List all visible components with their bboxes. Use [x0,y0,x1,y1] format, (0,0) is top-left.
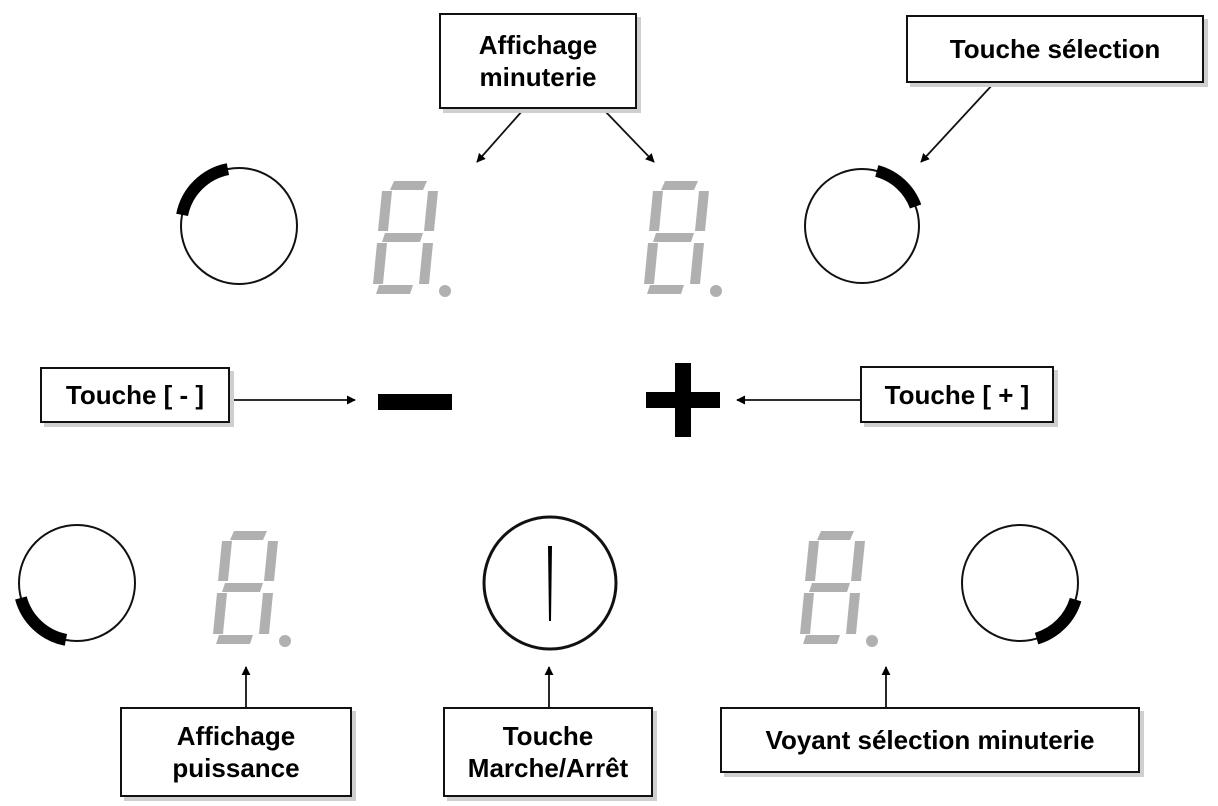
timer-display-label-line2: minuterie [479,62,597,92]
minus-key-label: Touche [ - ] [65,380,205,410]
zone-selector-ring-icon[interactable] [15,524,136,646]
select-key-callout: Touche sélection [906,15,1204,83]
zone-selector-ring-icon[interactable] [176,163,298,285]
timer-select-indicator-label: Voyant sélection minuterie [765,725,1095,755]
plus-key-label: Touche [ + ] [884,379,1030,410]
timer-display-label-line1: Affichage [478,30,598,60]
plus-icon[interactable] [646,363,720,437]
plus-key-callout: Touche [ + ] [860,366,1054,423]
onoff-key-callout: Touche Marche/Arrêt [443,707,653,797]
seven-segment-digit-icon [644,181,722,297]
zone-selector-ring-icon[interactable] [804,165,922,284]
power-display-label-line1: Affichage [176,721,296,751]
power-display-callout: Affichage puissance [120,707,352,797]
timer-select-indicator-callout: Voyant sélection minuterie [720,707,1140,773]
seven-segment-digit-icon [800,531,878,647]
power-icon[interactable] [482,515,618,651]
minus-key-callout: Touche [ - ] [40,367,230,423]
onoff-key-label-line2: Marche/Arrêt [467,753,629,783]
timer-display-callout: Affichage minuterie [439,13,637,109]
seven-segment-digit-icon [213,531,291,647]
minus-icon[interactable] [378,394,452,410]
arrow-to-select-ring [920,82,995,163]
power-display-label-line2: puissance [172,753,300,783]
zone-selector-ring-icon[interactable] [961,524,1082,645]
select-key-label: Touche sélection [949,34,1161,64]
onoff-key-label-line1: Touche [502,721,594,751]
seven-segment-digit-icon [373,181,451,297]
arrow-to-timer-digit-left [476,109,524,163]
arrow-to-timer-digit-right [603,109,655,163]
